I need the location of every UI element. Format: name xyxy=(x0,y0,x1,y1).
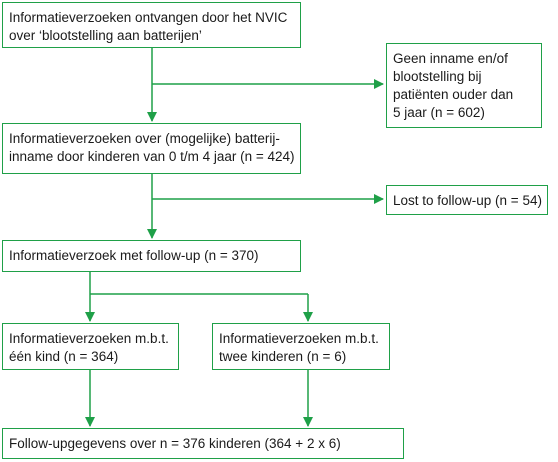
box-een-kind: Informatieverzoeken m.b.t. één kind (n =… xyxy=(2,323,179,370)
box-kinderen: Informatieverzoeken over (mogelijke) bat… xyxy=(2,123,301,174)
box-totaal-line-1: Follow-upgegevens over n = 376 kinderen … xyxy=(9,436,341,451)
box-ontvangen-line-2: over ‘blootstelling aan batterijen’ xyxy=(9,28,202,43)
box-een-kind-line-2: één kind (n = 364) xyxy=(9,349,119,364)
box-totaal: Follow-upgegevens over n = 376 kinderen … xyxy=(2,428,404,459)
box-excluded-line-4: 5 jaar (n = 602) xyxy=(393,105,485,120)
box-twee-kinderen-line-2: twee kinderen (n = 6) xyxy=(219,349,347,364)
box-excluded: Geen inname en/of blootstelling bij pati… xyxy=(386,43,542,128)
box-ontvangen-line-1: Informatieverzoeken ontvangen door het N… xyxy=(9,10,288,25)
box-kinderen-line-1: Informatieverzoeken over (mogelijke) bat… xyxy=(9,131,280,146)
box-ontvangen: Informatieverzoeken ontvangen door het N… xyxy=(2,2,301,48)
box-excluded-line-1: Geen inname en/of xyxy=(393,51,508,66)
box-followup-line-1: Informatieverzoek met follow-up (n = 370… xyxy=(9,248,259,263)
box-lost-line-1: Lost to follow-up (n = 54) xyxy=(393,193,542,208)
box-followup: Informatieverzoek met follow-up (n = 370… xyxy=(2,240,301,272)
box-lost: Lost to follow-up (n = 54) xyxy=(386,185,548,215)
box-kinderen-line-2: inname door kinderen van 0 t/m 4 jaar (n… xyxy=(9,149,295,164)
box-excluded-line-3: patiënten ouder dan xyxy=(393,87,514,102)
box-twee-kinderen: Informatieverzoeken m.b.t. twee kinderen… xyxy=(212,323,390,370)
box-een-kind-line-1: Informatieverzoeken m.b.t. xyxy=(9,331,169,346)
box-twee-kinderen-line-1: Informatieverzoeken m.b.t. xyxy=(219,331,379,346)
box-excluded-line-2: blootstelling bij xyxy=(393,69,482,84)
